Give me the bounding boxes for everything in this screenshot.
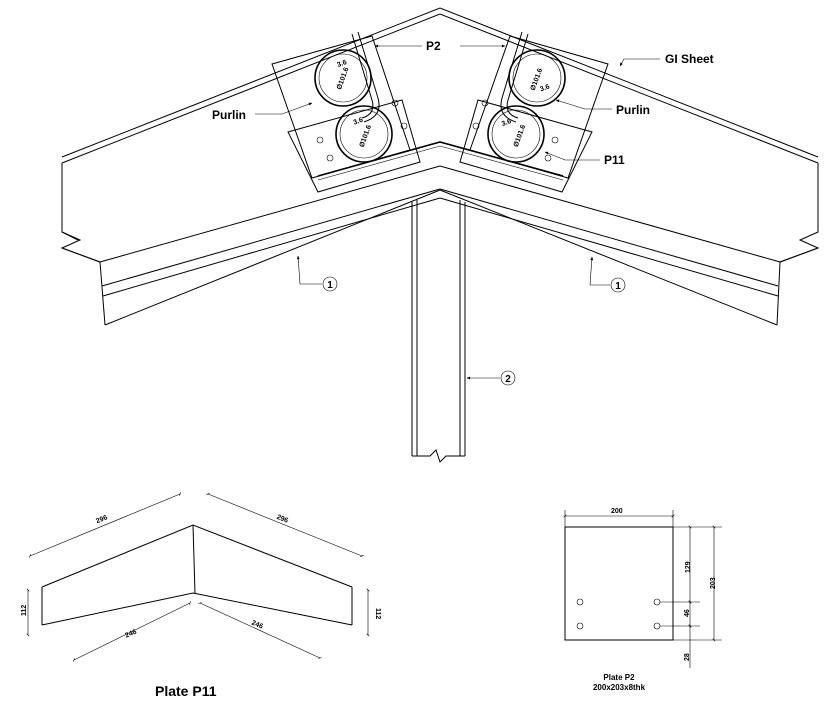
column [411, 200, 466, 463]
callout-1-right: 1 [615, 281, 621, 292]
purlin-size-label: Ø101.6 [513, 124, 527, 148]
dim-bottom-left: 246 [124, 629, 138, 640]
purlin-thickness-label: 3.6 [539, 83, 551, 93]
purlin-right-upper: Ø101.6 3.6 [508, 49, 566, 107]
plate-p2-right [459, 35, 609, 193]
callout-2: 2 [505, 374, 511, 385]
plate-p2-detail: 200 129 46 28 203 Plate P2 200x203x8thk [563, 508, 722, 692]
dim-side-left: 112 [21, 605, 28, 616]
dim-upper: 129 [685, 561, 692, 573]
label-gi-sheet: GI Sheet [665, 52, 714, 66]
dim-top-right: 296 [276, 514, 290, 525]
purlin-right-lower: Ø101.6 3.6 [487, 105, 545, 163]
annotations: P2 GI Sheet Purlin Purlin P11 1 1 2 [212, 39, 714, 386]
roof-elevation: Ø101.6 3.6 Ø101.6 3.6 Ø101.6 3.6 Ø101.6 … [60, 7, 820, 463]
caption-plate-p2: Plate P2 [603, 673, 635, 682]
plate-p2-left [271, 35, 421, 193]
label-purlin-right: Purlin [616, 103, 650, 117]
purlin-thickness-label: 3.6 [353, 117, 365, 127]
purlin-size-label: Ø101.6 [359, 124, 373, 148]
subcaption-plate-p2: 200x203x8thk [593, 683, 646, 692]
dim-width: 200 [611, 508, 623, 515]
dim-middle: 46 [684, 609, 691, 617]
purlin-thickness-label: 3.6 [501, 118, 513, 128]
u-bolts [351, 31, 529, 123]
callout-1-left: 1 [327, 280, 333, 291]
callout-circle [500, 370, 516, 386]
purlin-left-upper: Ø101.6 3.6 [314, 49, 372, 107]
dim-total: 203 [710, 577, 717, 589]
plate-p11-detail: 296 296 112 112 246 246 Plate P11 [21, 492, 381, 699]
rafter-left [60, 163, 441, 326]
dim-lower: 28 [684, 653, 691, 661]
dim-bottom-right: 246 [250, 620, 264, 631]
purlin-thickness-label: 3.6 [336, 59, 348, 69]
purlin-left-lower: Ø101.6 3.6 [335, 105, 393, 163]
dim-side-right: 112 [374, 608, 381, 619]
label-p2: P2 [426, 39, 441, 53]
label-p11: P11 [604, 153, 625, 167]
gi-sheet [61, 7, 819, 164]
caption-plate-p11: Plate P11 [155, 683, 217, 699]
purlin-size-label: Ø101.6 [336, 67, 350, 91]
callout-circle [322, 276, 338, 292]
rafter-right [439, 163, 820, 326]
label-purlin-left: Purlin [212, 108, 246, 122]
dim-top-left: 296 [95, 514, 109, 525]
callout-circle [610, 277, 626, 293]
